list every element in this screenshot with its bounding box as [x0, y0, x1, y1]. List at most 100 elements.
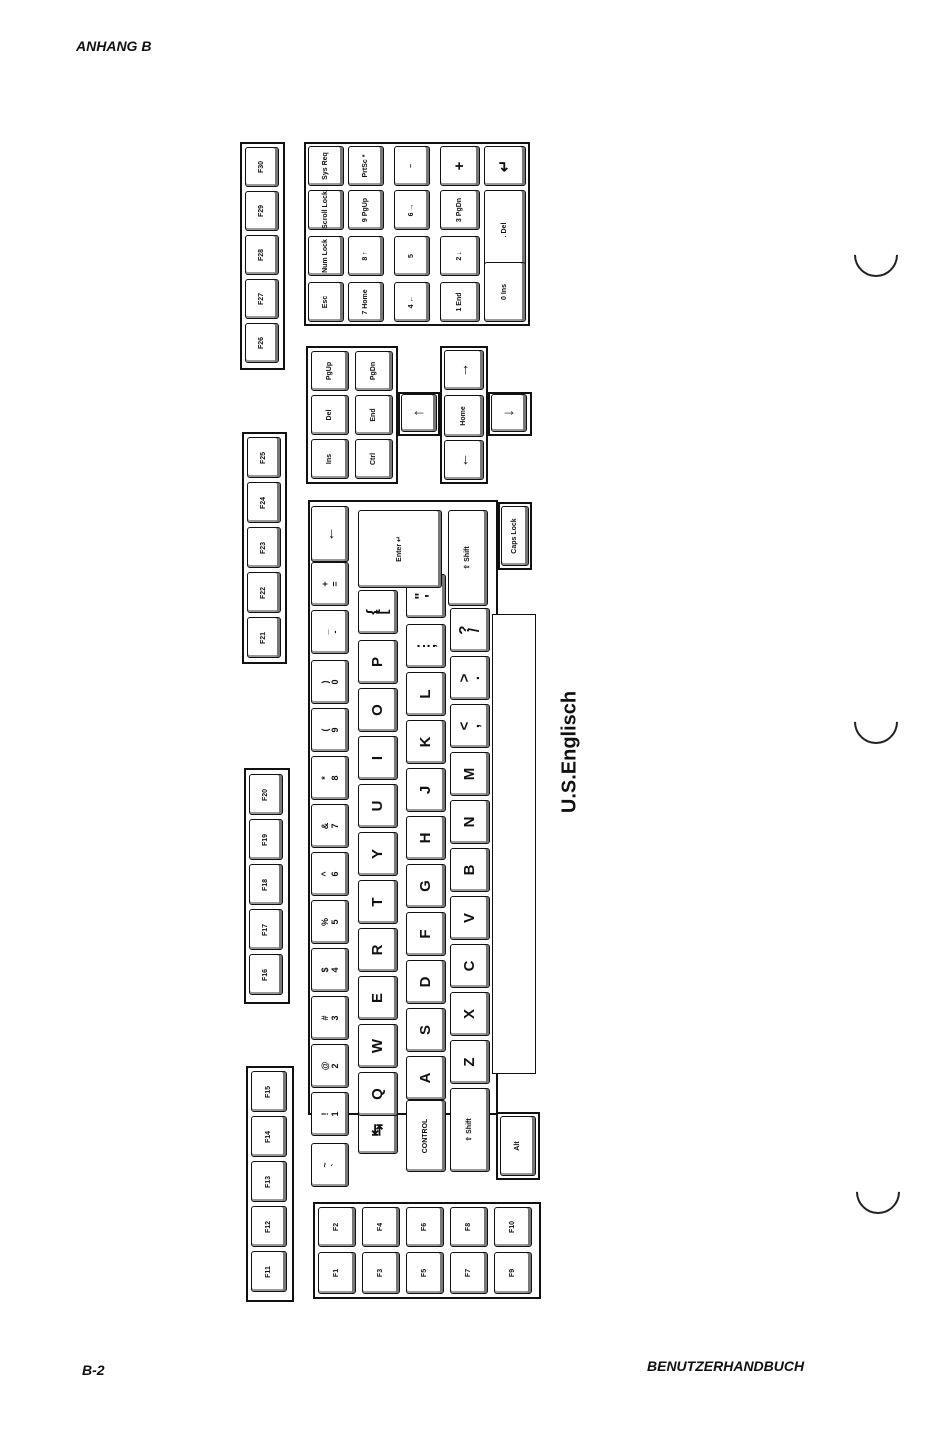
bottom-row-key: N: [450, 800, 490, 844]
qwerty-row-key: O: [358, 688, 398, 732]
fkey-f2: F2: [318, 1207, 356, 1247]
edit-key-pgdn: PgDn: [355, 351, 393, 391]
fkey-f27: F27: [245, 279, 279, 319]
bottom-row-key: ?/: [450, 608, 490, 652]
bottom-row-key: >.: [450, 656, 490, 700]
control-key: CONTROL: [406, 1100, 446, 1172]
qwerty-row-key: Q: [358, 1072, 398, 1116]
numpad-key: 6 →: [394, 190, 430, 230]
bottom-row-key: B: [450, 848, 490, 892]
edit-key-del: Del: [311, 395, 349, 435]
qwerty-row-key: {[: [358, 590, 398, 634]
qwerty-row-key: Y: [358, 832, 398, 876]
fkey-f22: F22: [247, 572, 281, 613]
home-row-key: L: [406, 672, 446, 716]
number-row-key: %5: [311, 900, 349, 944]
number-row-key: ^6: [311, 852, 349, 896]
numpad-key: PrtSc *: [348, 146, 384, 186]
edit-key-ins: Ins: [311, 439, 349, 479]
numpad-key: 5: [394, 236, 430, 276]
arrow-up-key: ↑: [401, 394, 437, 432]
qwerty-row-key: E: [358, 976, 398, 1020]
fkey-f20: F20: [249, 774, 283, 815]
arrow-home-key: Home: [444, 395, 484, 437]
fkey-f26: F26: [245, 323, 279, 363]
fkey-f29: F29: [245, 191, 279, 231]
arrow-left-key: ←: [444, 440, 484, 480]
bottom-row-key: X: [450, 992, 490, 1036]
fkey-f12: F12: [251, 1206, 287, 1247]
bottom-row-key: V: [450, 896, 490, 940]
home-row-key: S: [406, 1008, 446, 1052]
home-row-key: G: [406, 864, 446, 908]
fkey-f9: F9: [494, 1252, 532, 1294]
home-row-key: A: [406, 1056, 446, 1100]
fkey-f5: F5: [406, 1252, 444, 1294]
fkey-f25: F25: [247, 437, 281, 478]
binder-hole: [846, 1160, 910, 1224]
home-row-key: J: [406, 768, 446, 812]
binder-hole: [844, 223, 908, 287]
fkey-f11: F11: [251, 1251, 287, 1292]
numpad-key: Esc: [308, 282, 344, 322]
fkey-f24: F24: [247, 482, 281, 523]
number-row-key: !1: [311, 1092, 349, 1136]
number-row-key: *8: [311, 756, 349, 800]
fkey-f17: F17: [249, 909, 283, 950]
bottom-row-key: M: [450, 752, 490, 796]
numpad-key: 4 ←: [394, 282, 430, 322]
right-shift-key: ⇧ Shift: [448, 510, 488, 606]
fkey-f19: F19: [249, 819, 283, 860]
keyboard-caption: U.S.Englisch: [558, 690, 581, 814]
arrow-down-key: ↓: [491, 394, 527, 432]
numpad-enter: ↵: [484, 146, 526, 186]
fkey-f13: F13: [251, 1161, 287, 1202]
home-row-key: :;: [406, 624, 446, 668]
numpad-key: Num Lock: [308, 236, 344, 276]
number-row-key: $4: [311, 948, 349, 992]
numpad-key-plus: +: [440, 146, 480, 186]
home-row-key: D: [406, 960, 446, 1004]
left-shift-key: ⇧ Shift: [450, 1088, 490, 1172]
alt-key: Alt: [500, 1116, 536, 1176]
fkey-f10: F10: [494, 1207, 532, 1247]
qwerty-row-key: U: [358, 784, 398, 828]
qwerty-row-key: T: [358, 880, 398, 924]
fkey-f1: F1: [318, 1252, 356, 1294]
bottom-row-key: C: [450, 944, 490, 988]
qwerty-row-key: I: [358, 736, 398, 780]
home-row-key: H: [406, 816, 446, 860]
caps-lock-key: Caps Lock: [501, 506, 529, 566]
fkey-f7: F7: [450, 1252, 488, 1294]
numpad-key: 8 ↑: [348, 236, 384, 276]
number-row-key: )0: [311, 660, 349, 704]
fkey-f23: F23: [247, 527, 281, 568]
bottom-row-key: <,: [450, 704, 490, 748]
number-row-key: @2: [311, 1044, 349, 1088]
fkey-f4: F4: [362, 1207, 400, 1247]
edit-key-ctrl: Ctrl: [355, 439, 393, 479]
backspace-key: ←: [311, 506, 349, 562]
binder-hole: [844, 690, 908, 754]
fkey-f16: F16: [249, 954, 283, 995]
spacebar: [492, 614, 536, 1074]
fkey-f8: F8: [450, 1207, 488, 1247]
qwerty-row-key: R: [358, 928, 398, 972]
numpad-key-2: 2 ↓: [440, 236, 480, 276]
fkey-f3: F3: [362, 1252, 400, 1294]
fkey-f14: F14: [251, 1116, 287, 1157]
numpad-key-0: 0 Ins: [484, 262, 526, 322]
chapter-header: ANHANG B: [76, 38, 152, 54]
manual-title: BENUTZERHANDBUCH: [647, 1358, 805, 1374]
numpad-key: −: [394, 146, 430, 186]
number-row-key: #3: [311, 996, 349, 1040]
number-row-key: (9: [311, 708, 349, 752]
home-row-key: F: [406, 912, 446, 956]
number-row-key: _-: [311, 610, 349, 654]
number-row-key: &7: [311, 804, 349, 848]
page-number: B-2: [82, 1362, 105, 1378]
numpad-key: Sys Req: [308, 146, 344, 186]
numpad-key-3: 3 PgDn: [440, 190, 480, 230]
enter-key: Enter ↵: [358, 510, 442, 588]
arrow-right-key: →: [444, 350, 484, 390]
